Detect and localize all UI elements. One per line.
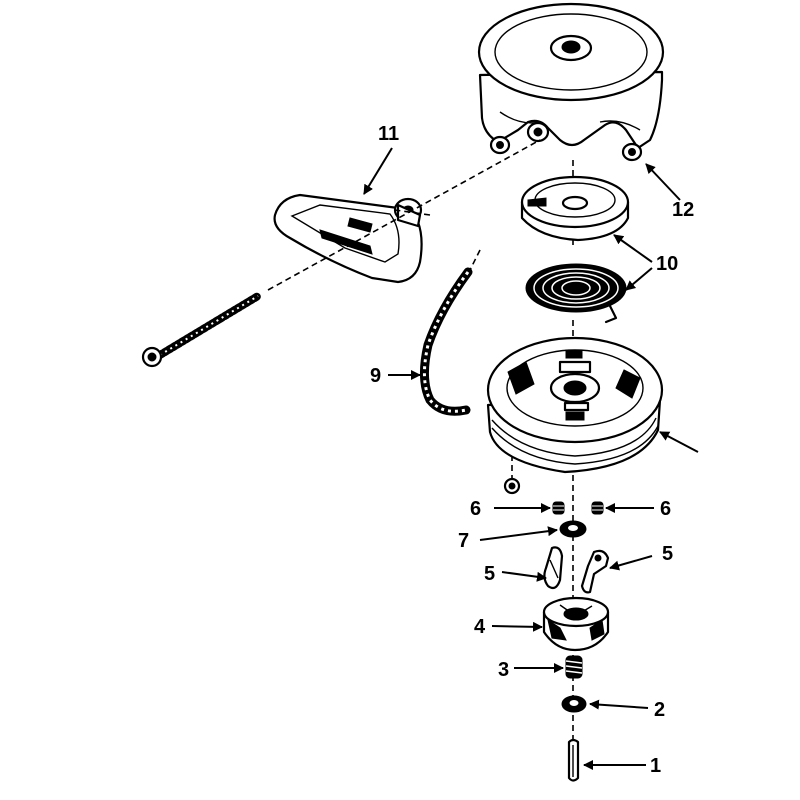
label-4: 4 [474,616,486,638]
pulley-pin-nut [503,477,521,495]
spring-cover [520,175,630,242]
pawl-left [543,546,564,590]
label-5-right: 5 [662,543,673,565]
label-9: 9 [370,365,381,387]
rope-dashed-path [267,139,541,291]
label-11: 11 [378,123,399,145]
label-6-left: 6 [470,498,481,520]
retainer-pin [567,738,580,782]
small-spring-left [552,501,565,515]
pawl-right [580,549,610,594]
compression-spring [565,655,583,679]
callout-labels: 1 2 3 4 5 5 6 6 7 9 10 11 12 [370,123,694,777]
label-12: 12 [672,199,694,221]
washer-lower [561,695,587,713]
label-3: 3 [498,659,509,681]
label-5-left: 5 [484,563,495,585]
washer-upper [559,520,587,538]
handle-rope-end [141,292,262,368]
starter-handle [273,193,423,284]
small-spring-right [591,501,604,515]
ratchet-cup [542,596,610,652]
label-2: 2 [654,699,665,721]
label-7: 7 [458,530,469,552]
label-10: 10 [656,253,678,275]
pulley [486,336,664,474]
starter-rope [420,249,481,416]
starter-housing [477,2,665,162]
rewind-spring [525,263,627,324]
label-1: 1 [650,755,661,777]
label-6-right: 6 [660,498,671,520]
leader-lines [363,147,699,770]
